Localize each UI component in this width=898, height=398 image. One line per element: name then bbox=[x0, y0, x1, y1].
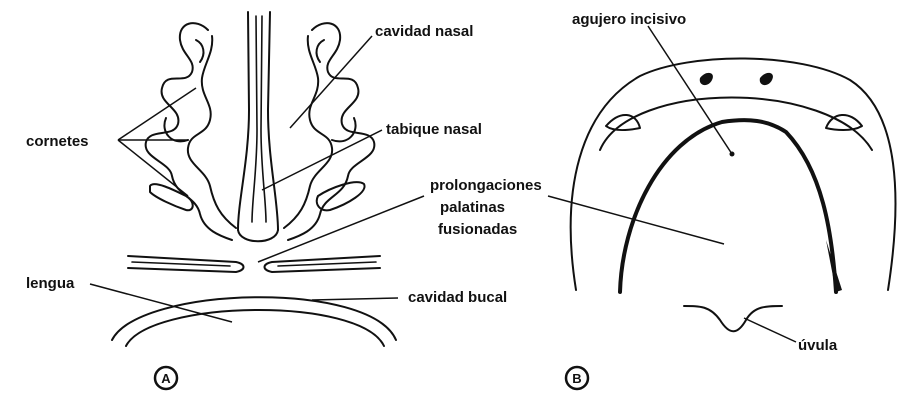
label-cornetes: cornetes bbox=[26, 133, 89, 150]
label-prolongaciones-1: prolongaciones bbox=[430, 177, 542, 194]
palatal-shelves bbox=[128, 256, 380, 272]
label-tabique-nasal: tabique nasal bbox=[386, 121, 482, 138]
panel-letter-b: B bbox=[566, 367, 588, 389]
palate-outline bbox=[620, 120, 842, 292]
panel-a: cavidad nasal tabique nasal cornetes len… bbox=[26, 12, 507, 389]
nostrils bbox=[700, 73, 773, 85]
panel-letter-a: A bbox=[155, 367, 177, 389]
label-cavidad-nasal: cavidad nasal bbox=[375, 23, 473, 40]
right-nasal-wall bbox=[284, 23, 374, 240]
label-agujero-incisivo: agujero incisivo bbox=[572, 11, 686, 28]
uvula-outline bbox=[684, 306, 782, 331]
panel-b-leaders bbox=[548, 26, 796, 342]
label-lengua: lengua bbox=[26, 275, 75, 292]
panel-b-letter: B bbox=[572, 371, 581, 386]
oral-cavity bbox=[112, 297, 396, 346]
label-cavidad-bucal: cavidad bucal bbox=[408, 289, 507, 306]
maxillary-arch bbox=[571, 58, 896, 290]
panel-a-letter: A bbox=[161, 371, 171, 386]
label-uvula: úvula bbox=[798, 337, 838, 354]
label-prolongaciones-2: palatinas bbox=[440, 199, 505, 216]
panel-b: agujero incisivo úvula B bbox=[548, 11, 895, 389]
label-prolongaciones-3: fusionadas bbox=[438, 221, 517, 238]
nasal-septum bbox=[238, 12, 278, 241]
left-nasal-wall bbox=[146, 23, 236, 240]
